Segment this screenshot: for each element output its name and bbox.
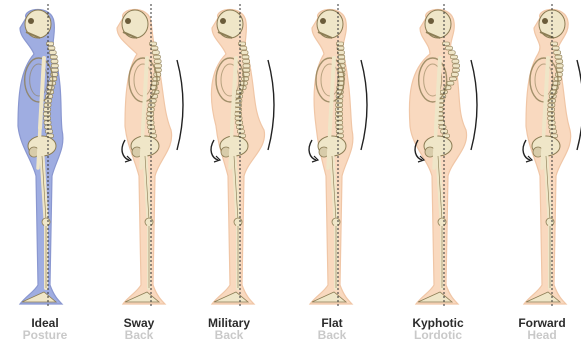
curve-arrow xyxy=(361,60,367,150)
label-flat-line2: Back xyxy=(287,329,377,341)
vertebra xyxy=(336,130,343,134)
curve-arrow xyxy=(471,60,477,150)
vertebra xyxy=(46,130,53,134)
vertebra xyxy=(336,116,343,120)
vertebra xyxy=(338,55,345,59)
label-flat-back: Flat Back xyxy=(287,317,377,341)
vertebra xyxy=(235,112,242,116)
vertebra xyxy=(242,55,249,59)
label-military-line2: Back xyxy=(184,329,274,341)
vertebra xyxy=(235,103,242,107)
vertebra xyxy=(241,51,248,55)
vertebra xyxy=(243,68,250,72)
vertebra xyxy=(336,103,343,107)
vertebra xyxy=(555,73,562,77)
forearm-icon xyxy=(328,128,330,168)
vertebra xyxy=(336,125,343,129)
forearm-icon xyxy=(141,128,143,168)
vertebra xyxy=(556,60,563,64)
vertebra xyxy=(49,51,56,55)
vertebra xyxy=(151,46,158,50)
vertebra xyxy=(451,73,458,77)
vertebra xyxy=(548,112,555,116)
vertebra xyxy=(453,64,460,68)
vertebra xyxy=(243,60,250,64)
figure-sway xyxy=(117,4,183,306)
vertebra xyxy=(51,64,58,68)
eye-socket-icon xyxy=(542,18,548,24)
vertebra xyxy=(452,68,459,72)
vertebra xyxy=(149,130,156,134)
vertebra xyxy=(236,121,243,125)
figure-kyphotic xyxy=(409,4,477,306)
eye-socket-icon xyxy=(320,18,326,24)
vertebra xyxy=(147,112,154,116)
vertebra xyxy=(553,81,560,85)
forearm-icon xyxy=(38,128,40,168)
vertebra xyxy=(147,116,154,120)
vertebra xyxy=(237,130,244,134)
vertebra xyxy=(43,112,50,116)
vertebra xyxy=(336,108,343,112)
vertebra xyxy=(148,103,155,107)
vertebra xyxy=(548,116,555,120)
eye-socket-icon xyxy=(125,18,131,24)
vertebra xyxy=(336,121,343,125)
vertebra xyxy=(44,116,51,120)
vertebra xyxy=(50,55,57,59)
label-sway-line2: Back xyxy=(94,329,184,341)
vertebra xyxy=(154,60,161,64)
vertebra xyxy=(153,55,160,59)
vertebra xyxy=(555,55,562,59)
vertebra xyxy=(448,51,455,55)
label-forward-line2: Head xyxy=(497,329,581,341)
vertebra xyxy=(556,64,563,68)
vertebra xyxy=(243,64,250,68)
vertebra xyxy=(554,51,561,55)
vertebra xyxy=(336,112,343,116)
figure-forward xyxy=(523,4,581,306)
eye-socket-icon xyxy=(428,18,434,24)
label-forward-head: Forward Head xyxy=(497,317,581,341)
figure-ideal xyxy=(18,4,63,306)
curve-arrow xyxy=(268,60,274,150)
vertebra xyxy=(235,116,242,120)
vertebra xyxy=(154,64,161,68)
vertebra xyxy=(548,108,555,112)
forearm-icon xyxy=(434,128,436,168)
forearm-icon xyxy=(542,128,544,168)
vertebra xyxy=(445,46,452,50)
vertebra xyxy=(44,108,51,112)
label-ideal-posture: Ideal Posture xyxy=(0,317,90,341)
vertebra xyxy=(48,46,55,50)
label-kyphotic-lordotic: Kyphotic Lordotic xyxy=(393,317,483,341)
vertebra xyxy=(51,60,58,64)
label-ideal-line2: Posture xyxy=(0,329,90,341)
eye-socket-icon xyxy=(28,18,34,24)
figure-flat xyxy=(309,4,367,306)
vertebra xyxy=(447,81,454,85)
label-military-back: Military Back xyxy=(184,317,274,341)
curve-arrow xyxy=(177,60,183,150)
figure-military xyxy=(211,4,274,306)
vertebra xyxy=(552,46,559,50)
vertebra xyxy=(242,77,249,81)
vertebra xyxy=(450,55,457,59)
vertebra xyxy=(152,51,159,55)
curve-arrow xyxy=(577,60,581,150)
vertebra xyxy=(439,125,446,129)
forearm-icon xyxy=(230,128,232,168)
vertebra xyxy=(449,77,456,81)
label-sway-back: Sway Back xyxy=(94,317,184,341)
vertebra xyxy=(240,46,247,50)
vertebra xyxy=(452,60,459,64)
vertebra xyxy=(548,103,555,107)
eye-socket-icon xyxy=(220,18,226,24)
label-kyphotic-line2: Lordotic xyxy=(393,329,483,341)
vertebra xyxy=(550,130,557,134)
